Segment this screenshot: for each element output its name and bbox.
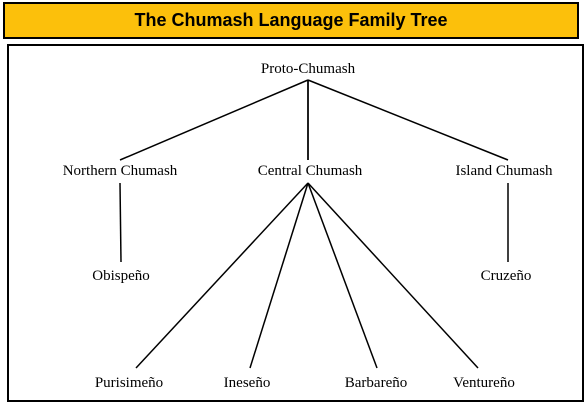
node-central-chumash: Central Chumash [257, 163, 363, 179]
edge-central-purisimeno [135, 182, 309, 369]
node-proto-chumash: Proto-Chumash [260, 61, 356, 77]
edge-northern-obispeno [119, 182, 122, 263]
diagram-title: The Chumash Language Family Tree [134, 10, 448, 30]
node-obispeno: Obispeño [92, 268, 150, 284]
edge-central-barbareno [307, 182, 378, 369]
diagram-title-banner: The Chumash Language Family Tree [3, 2, 579, 39]
node-cruzeno: Cruzeño [480, 268, 532, 284]
edge-root-northern [119, 79, 309, 161]
node-purisimeno: Purisimeño [94, 375, 164, 391]
node-barbareno: Barbareño [344, 375, 408, 391]
node-northern-chumash: Northern Chumash [62, 163, 178, 179]
tree-frame [7, 44, 584, 402]
edge-root-island [307, 79, 509, 161]
node-ineseno: Ineseño [223, 375, 271, 391]
edge-central-ineseno [249, 182, 309, 369]
node-island-chumash: Island Chumash [455, 163, 553, 179]
node-ventureno: Ventureño [453, 375, 515, 391]
edge-central-ventureno [307, 182, 479, 369]
